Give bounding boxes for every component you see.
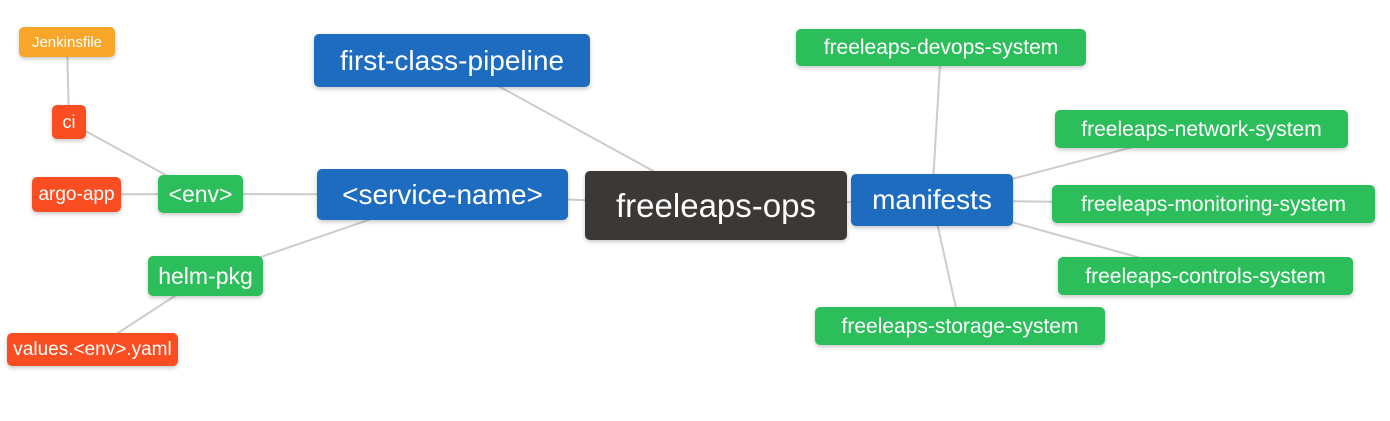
node-jenkinsfile[interactable]: Jenkinsfile [19, 27, 115, 57]
node-freeleaps-ops[interactable]: freeleaps-ops [585, 171, 847, 240]
node-freeleaps-controls-system[interactable]: freeleaps-controls-system [1058, 257, 1353, 295]
node-freeleaps-devops-system[interactable]: freeleaps-devops-system [796, 29, 1086, 66]
node-first-class-pipeline[interactable]: first-class-pipeline [314, 34, 590, 87]
node-env[interactable]: <env> [158, 175, 243, 213]
node-service-name[interactable]: <service-name> [317, 169, 568, 220]
node-freeleaps-network-system[interactable]: freeleaps-network-system [1055, 110, 1348, 148]
node-values-env-yaml[interactable]: values.<env>.yaml [7, 333, 178, 366]
node-manifests[interactable]: manifests [851, 174, 1013, 226]
node-argo-app[interactable]: argo-app [32, 177, 121, 212]
node-ci[interactable]: ci [52, 105, 86, 139]
node-freeleaps-monitoring-system[interactable]: freeleaps-monitoring-system [1052, 185, 1375, 223]
node-helm-pkg[interactable]: helm-pkg [148, 256, 263, 296]
node-freeleaps-storage-system[interactable]: freeleaps-storage-system [815, 307, 1105, 345]
